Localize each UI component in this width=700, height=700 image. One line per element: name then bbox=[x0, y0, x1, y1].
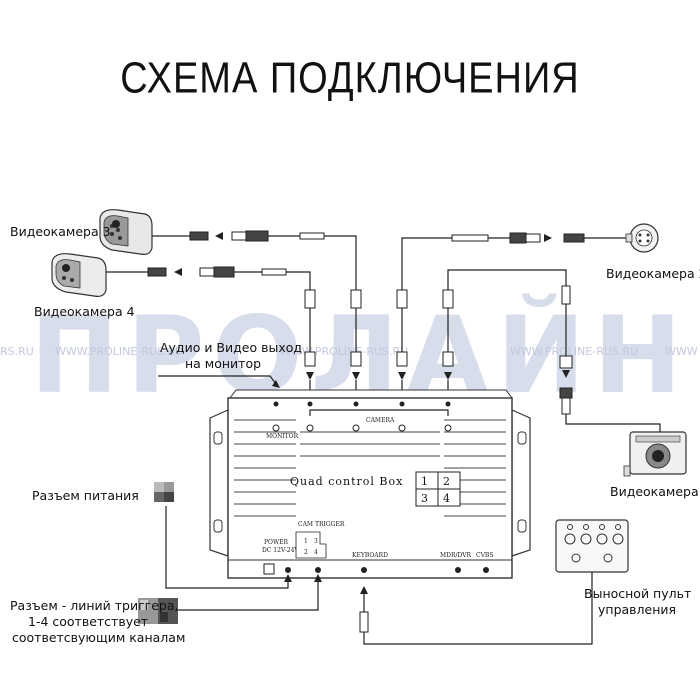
watermark-url-1: RS.RU bbox=[0, 345, 34, 358]
power-voltage-label: DC 12V-24V bbox=[262, 547, 299, 554]
box-camera-label: CAMERA bbox=[366, 417, 395, 424]
box-monitor-label: MONITOR bbox=[266, 433, 299, 440]
trigger-connector-icon bbox=[138, 598, 178, 624]
quad-cell-3: 3 bbox=[421, 492, 429, 505]
camera-4-label: Видеокамера 4 bbox=[34, 304, 135, 319]
keyboard-label: KEYBOARD bbox=[352, 552, 388, 559]
camera-3-icon bbox=[99, 209, 153, 255]
trigger-label-1: Разъем - линий триггера, bbox=[10, 598, 179, 613]
box-name: Quad control Box bbox=[290, 475, 403, 488]
camera-1-icon bbox=[623, 431, 687, 477]
watermark-url-5: WWW bbox=[665, 345, 698, 358]
trigger-label-2: 1-4 соответствует bbox=[28, 614, 148, 629]
watermark-url-4: WWW.PROLINE-RUS.RU bbox=[510, 345, 638, 358]
cam-trigger-label: CAM TRIGGER bbox=[298, 521, 345, 528]
camera-4-cable bbox=[106, 266, 311, 290]
camera-3-label: Видеокамера 3 bbox=[10, 224, 111, 239]
remote-label-1: Выносной пульт bbox=[584, 586, 691, 601]
mdr-label: MDR/DVR bbox=[440, 552, 472, 559]
camera-1-label: Видеокамера 1 bbox=[610, 484, 700, 499]
camera-3-cable bbox=[152, 230, 357, 290]
trigger-pin-4: 4 bbox=[314, 549, 318, 556]
av-out-pointer bbox=[158, 375, 277, 385]
camera-2-cable bbox=[401, 232, 626, 290]
camera-2-icon bbox=[625, 223, 659, 253]
watermark-url-2: WWW.PROLINE-RUS.RU bbox=[55, 345, 183, 358]
trigger-pin-1: 1 bbox=[304, 538, 308, 545]
trigger-label-3: соответсвующим каналам bbox=[12, 630, 185, 645]
trigger-pin-3: 3 bbox=[314, 538, 318, 545]
camera-2-label: Видеокамера 2 bbox=[606, 266, 700, 281]
quad-control-box bbox=[209, 389, 531, 579]
cvbs-label: CVBS bbox=[476, 552, 493, 559]
camera-4-icon bbox=[51, 253, 107, 297]
diagram-title: СХЕМА ПОДКЛЮЧЕНИЯ bbox=[120, 54, 580, 104]
trigger-pin-2: 2 bbox=[304, 549, 308, 556]
power-connector-icon bbox=[154, 482, 174, 502]
input-connectors bbox=[304, 289, 454, 400]
power-connector-label: Разъем питания bbox=[32, 488, 139, 503]
av-out-label-2: на монитор bbox=[185, 356, 261, 371]
trigger-wire bbox=[178, 576, 319, 611]
cam-trigger-block bbox=[295, 531, 327, 559]
remote-label-2: управления bbox=[598, 602, 676, 617]
camera-1-cable bbox=[447, 269, 661, 432]
quad-cell-4: 4 bbox=[443, 492, 451, 505]
quad-cell-2: 2 bbox=[443, 475, 451, 488]
power-label: POWER bbox=[264, 539, 289, 546]
quad-cell-1: 1 bbox=[421, 475, 429, 488]
av-out-label-1: Аудио и Видео выход bbox=[160, 340, 302, 355]
keyboard-cable bbox=[359, 572, 593, 645]
remote-control-icon bbox=[555, 519, 629, 573]
